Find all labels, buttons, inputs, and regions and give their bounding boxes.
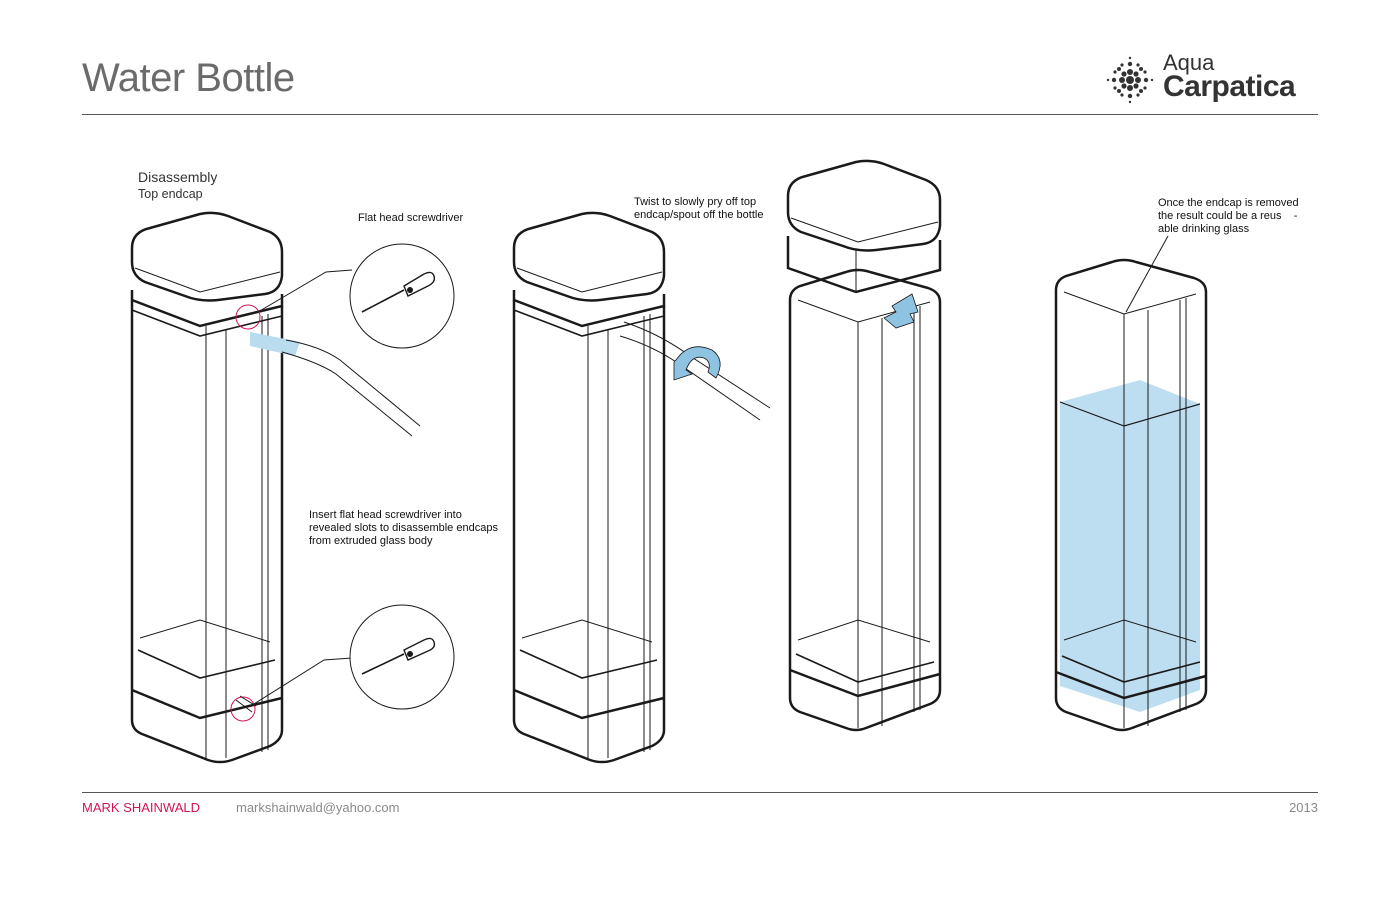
dot-circle-icon	[1106, 56, 1154, 104]
insert-line-3: from extruded glass body	[309, 535, 433, 547]
twist-line-1: Twist to slowly pry off top	[634, 196, 757, 208]
bottle-4-drawing	[1054, 235, 1208, 732]
twist-line-2: endcap/spout off the bottle	[634, 209, 764, 221]
insert-line-2: revealed slots to disassemble endcaps	[309, 522, 498, 534]
logo-line-1: Aqua	[1163, 50, 1215, 75]
result-line-3: able drinking glass	[1158, 223, 1250, 235]
screwdriver-label: Flat head screwdriver	[358, 212, 464, 224]
result-line-2: the result could be a reus -	[1158, 210, 1298, 222]
author-email: markshainwald@yahoo.com	[236, 800, 400, 815]
insert-line-1: Insert flat head screwdriver into	[309, 509, 462, 521]
result-line-1: Once the endcap is removed	[1158, 197, 1299, 209]
footer-year: 2013	[1289, 800, 1318, 815]
brand-logo: Aqua Carpatica	[1105, 50, 1325, 110]
screwdriver-icon	[361, 271, 436, 313]
footer-divider	[82, 792, 1318, 793]
bottle-2-drawing	[512, 211, 771, 764]
bottle-3-drawing	[786, 159, 942, 732]
insert-instructions: Insert flat head screwdriver into reveal…	[309, 509, 498, 548]
screwdriver-icon	[361, 637, 436, 675]
result-note: Once the endcap is removed the result co…	[1158, 197, 1299, 236]
twist-instructions: Twist to slowly pry off top endcap/spout…	[634, 196, 763, 222]
header-divider	[82, 114, 1318, 115]
section-subheading: Top endcap	[138, 187, 203, 201]
page-title: Water Bottle	[82, 56, 295, 100]
logo-line-2: Carpatica	[1163, 70, 1296, 103]
bottle-1-drawing	[130, 211, 455, 764]
section-heading: Disassembly	[138, 169, 218, 185]
author-name: MARK SHAINWALD	[82, 800, 200, 815]
